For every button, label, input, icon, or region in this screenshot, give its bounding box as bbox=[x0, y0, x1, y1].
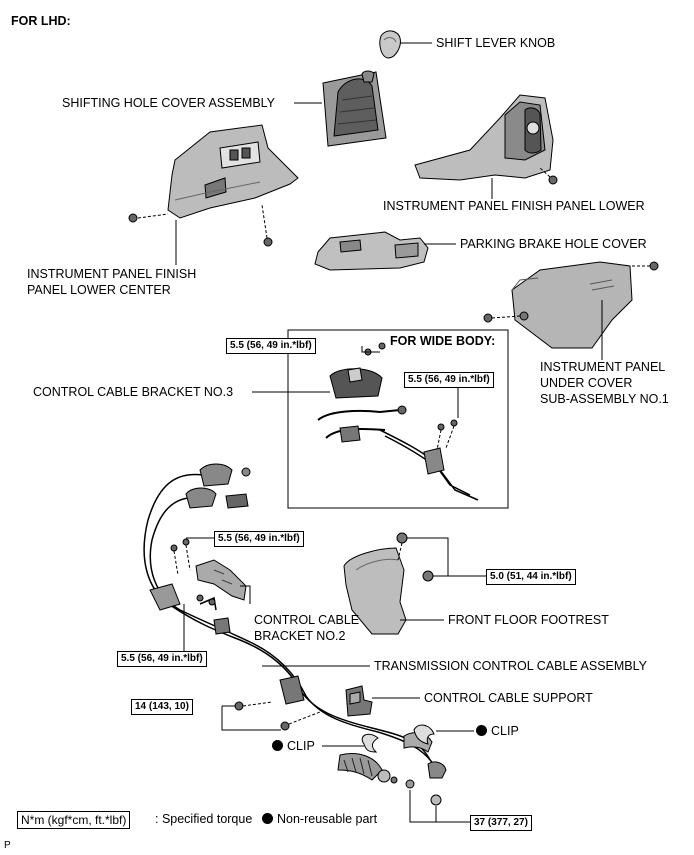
torque-support: 14 (143, 10) bbox=[131, 699, 193, 715]
label-bracket-no2-line1: CONTROL CABLE bbox=[254, 613, 360, 627]
shifting-hole-cover-shape bbox=[322, 70, 387, 147]
leader-support-torque-b bbox=[221, 706, 281, 731]
clip-right-shape bbox=[413, 724, 435, 745]
torque-wide-body-right: 5.5 (56, 49 in.*lbf) bbox=[404, 372, 494, 388]
label-clip-left: CLIP bbox=[272, 739, 315, 754]
screw-lower-center-right bbox=[261, 204, 273, 247]
leader-footrest-torque-a bbox=[407, 537, 486, 577]
label-bracket-no2-line2: BRACKET NO.2 bbox=[254, 629, 346, 643]
ip-finish-panel-lower-shape bbox=[414, 94, 554, 181]
leader-bracket-no2 bbox=[240, 585, 251, 604]
label-under-cover-line1: INSTRUMENT PANEL bbox=[540, 360, 666, 374]
clip-left-shape bbox=[361, 733, 379, 753]
ip-lower-center-shape bbox=[167, 124, 299, 219]
label-under-cover-line2: UNDER COVER bbox=[540, 376, 633, 390]
label-transmission-cable: TRANSMISSION CONTROL CABLE ASSEMBLY bbox=[374, 659, 647, 673]
screw-under-cover-top bbox=[630, 261, 659, 271]
nonreusable-dot-icon bbox=[262, 813, 273, 824]
screw-finish-panel-lower bbox=[539, 167, 558, 185]
label-shifting-hole-cover: SHIFTING HOLE COVER ASSEMBLY bbox=[62, 96, 276, 110]
footer-code: P bbox=[4, 840, 11, 851]
page-title: FOR LHD: bbox=[11, 14, 71, 28]
label-parking-brake-hole-cover: PARKING BRAKE HOLE COVER bbox=[460, 237, 647, 251]
screw-under-cover-left bbox=[483, 313, 521, 323]
leader-wb-top-torque bbox=[361, 346, 380, 353]
torque-bottom: 37 (377, 27) bbox=[470, 815, 532, 831]
legend-unit-desc: : Specified torque bbox=[155, 812, 253, 826]
legend-unit-box: N*m (kgf*cm, ft.*lbf) bbox=[17, 811, 131, 829]
shift-lever-knob-shape bbox=[379, 30, 401, 59]
label-ip-lower-center-line2: PANEL LOWER CENTER bbox=[27, 283, 171, 297]
legend-nonreusable-text: Non-reusable part bbox=[277, 812, 378, 826]
nonreusable-dot-icon bbox=[272, 740, 283, 751]
label-ip-lower-center-line1: INSTRUMENT PANEL FINISH bbox=[27, 267, 197, 281]
front-floor-footrest-shape bbox=[343, 532, 434, 635]
label-bracket-no3: CONTROL CABLE BRACKET NO.3 bbox=[33, 385, 234, 399]
leader-bottom-torque-a bbox=[409, 790, 470, 823]
torque-mid: 5.5 (56, 49 in.*lbf) bbox=[214, 531, 304, 547]
wide-body-cable-parts bbox=[317, 342, 479, 501]
label-ip-finish-panel-lower: INSTRUMENT PANEL FINISH PANEL LOWER bbox=[383, 199, 645, 213]
bracket-no2-shape bbox=[170, 538, 247, 606]
support-bolts bbox=[234, 701, 321, 731]
label-shift-lever-knob: SHIFT LEVER KNOB bbox=[436, 36, 556, 50]
under-cover-shape bbox=[511, 261, 633, 349]
parking-brake-hole-cover-shape bbox=[314, 231, 429, 271]
torque-left: 5.5 (56, 49 in.*lbf) bbox=[117, 651, 207, 667]
clip-left-text: CLIP bbox=[287, 739, 315, 753]
nonreusable-dot-icon bbox=[476, 725, 487, 736]
legend-nonreusable: Non-reusable part bbox=[262, 812, 377, 827]
label-clip-right: CLIP bbox=[476, 724, 519, 739]
torque-footrest: 5.0 (51, 44 in.*lbf) bbox=[486, 569, 576, 585]
label-wide-body: FOR WIDE BODY: bbox=[390, 334, 496, 348]
cable-support-shape bbox=[345, 685, 373, 717]
wide-body-frame bbox=[287, 329, 509, 509]
label-front-floor-footrest: FRONT FLOOR FOOTREST bbox=[448, 613, 609, 627]
label-under-cover-line3: SUB-ASSEMBLY NO.1 bbox=[540, 392, 669, 406]
clip-right-text: CLIP bbox=[491, 724, 519, 738]
label-cable-support: CONTROL CABLE SUPPORT bbox=[424, 691, 593, 705]
torque-wide-body-top: 5.5 (56, 49 in.*lbf) bbox=[226, 338, 316, 354]
screw-lower-center-left bbox=[128, 213, 169, 223]
